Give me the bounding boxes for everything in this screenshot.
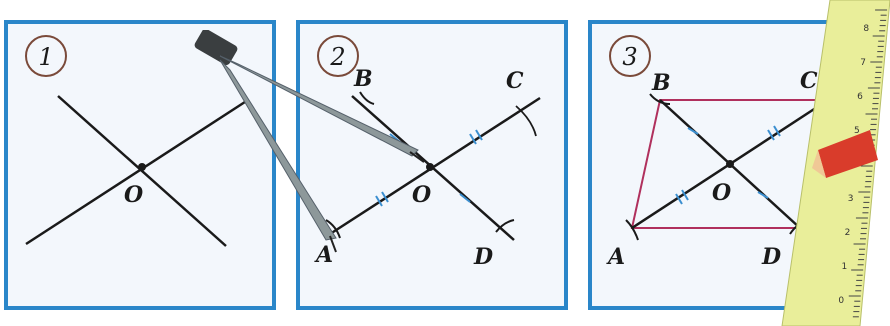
label-o: O bbox=[124, 182, 143, 208]
point-o bbox=[726, 160, 734, 168]
label-o: O bbox=[712, 180, 731, 206]
compass-lead bbox=[329, 235, 337, 253]
step-number-circle bbox=[25, 35, 67, 77]
compass-leg-1 bbox=[219, 55, 419, 157]
step-number-circle bbox=[609, 35, 651, 77]
step-number: 1 bbox=[38, 43, 53, 71]
step-number: 2 bbox=[329, 43, 345, 71]
step-number-circle bbox=[317, 35, 359, 77]
ruler-label: 8 bbox=[863, 24, 869, 34]
label-c: C bbox=[800, 68, 818, 94]
panel-1: 1 O bbox=[4, 20, 276, 310]
ruler-label: 0 bbox=[838, 296, 844, 306]
ruler-label: 1 bbox=[842, 262, 848, 272]
arc-d bbox=[495, 219, 515, 233]
label-o: O bbox=[412, 182, 431, 208]
step-number: 3 bbox=[622, 43, 637, 71]
compass-head bbox=[194, 30, 238, 66]
arc-a bbox=[325, 219, 341, 239]
diagonal-line-2 bbox=[25, 98, 249, 246]
ruler: 012345678 bbox=[781, 0, 890, 326]
arc-c bbox=[515, 105, 537, 137]
label-d: D bbox=[761, 244, 781, 270]
panel-1-drawing: 1 O bbox=[25, 35, 249, 247]
ruler-label: 6 bbox=[857, 92, 863, 102]
equal-ticks bbox=[675, 125, 781, 205]
label-a: A bbox=[314, 242, 333, 268]
pencil-tip bbox=[812, 150, 826, 178]
label-d: D bbox=[473, 244, 493, 270]
ruler-label: 3 bbox=[848, 194, 854, 204]
compass-needle bbox=[409, 151, 425, 163]
panel-3-drawing: 3 B C O D A bbox=[606, 35, 833, 270]
panel-2: 2 B C O D A bbox=[296, 20, 568, 310]
point-o bbox=[426, 163, 434, 171]
arc-a bbox=[625, 219, 639, 241]
point-o bbox=[138, 163, 146, 171]
pencil-body bbox=[818, 130, 878, 178]
label-b: B bbox=[651, 70, 671, 96]
compass-leg-2 bbox=[219, 59, 337, 241]
ruler-label: 5 bbox=[854, 126, 860, 136]
arc-b bbox=[359, 91, 375, 105]
label-a: A bbox=[606, 244, 625, 270]
label-b: B bbox=[353, 66, 373, 92]
ruler-label: 2 bbox=[845, 228, 851, 238]
ruler-label: 7 bbox=[860, 58, 866, 68]
panel-2-drawing: 2 B C O D A bbox=[314, 35, 541, 270]
compass bbox=[194, 30, 425, 253]
arc-b bbox=[649, 93, 671, 105]
label-c: C bbox=[506, 68, 524, 94]
line-ac bbox=[329, 96, 541, 236]
